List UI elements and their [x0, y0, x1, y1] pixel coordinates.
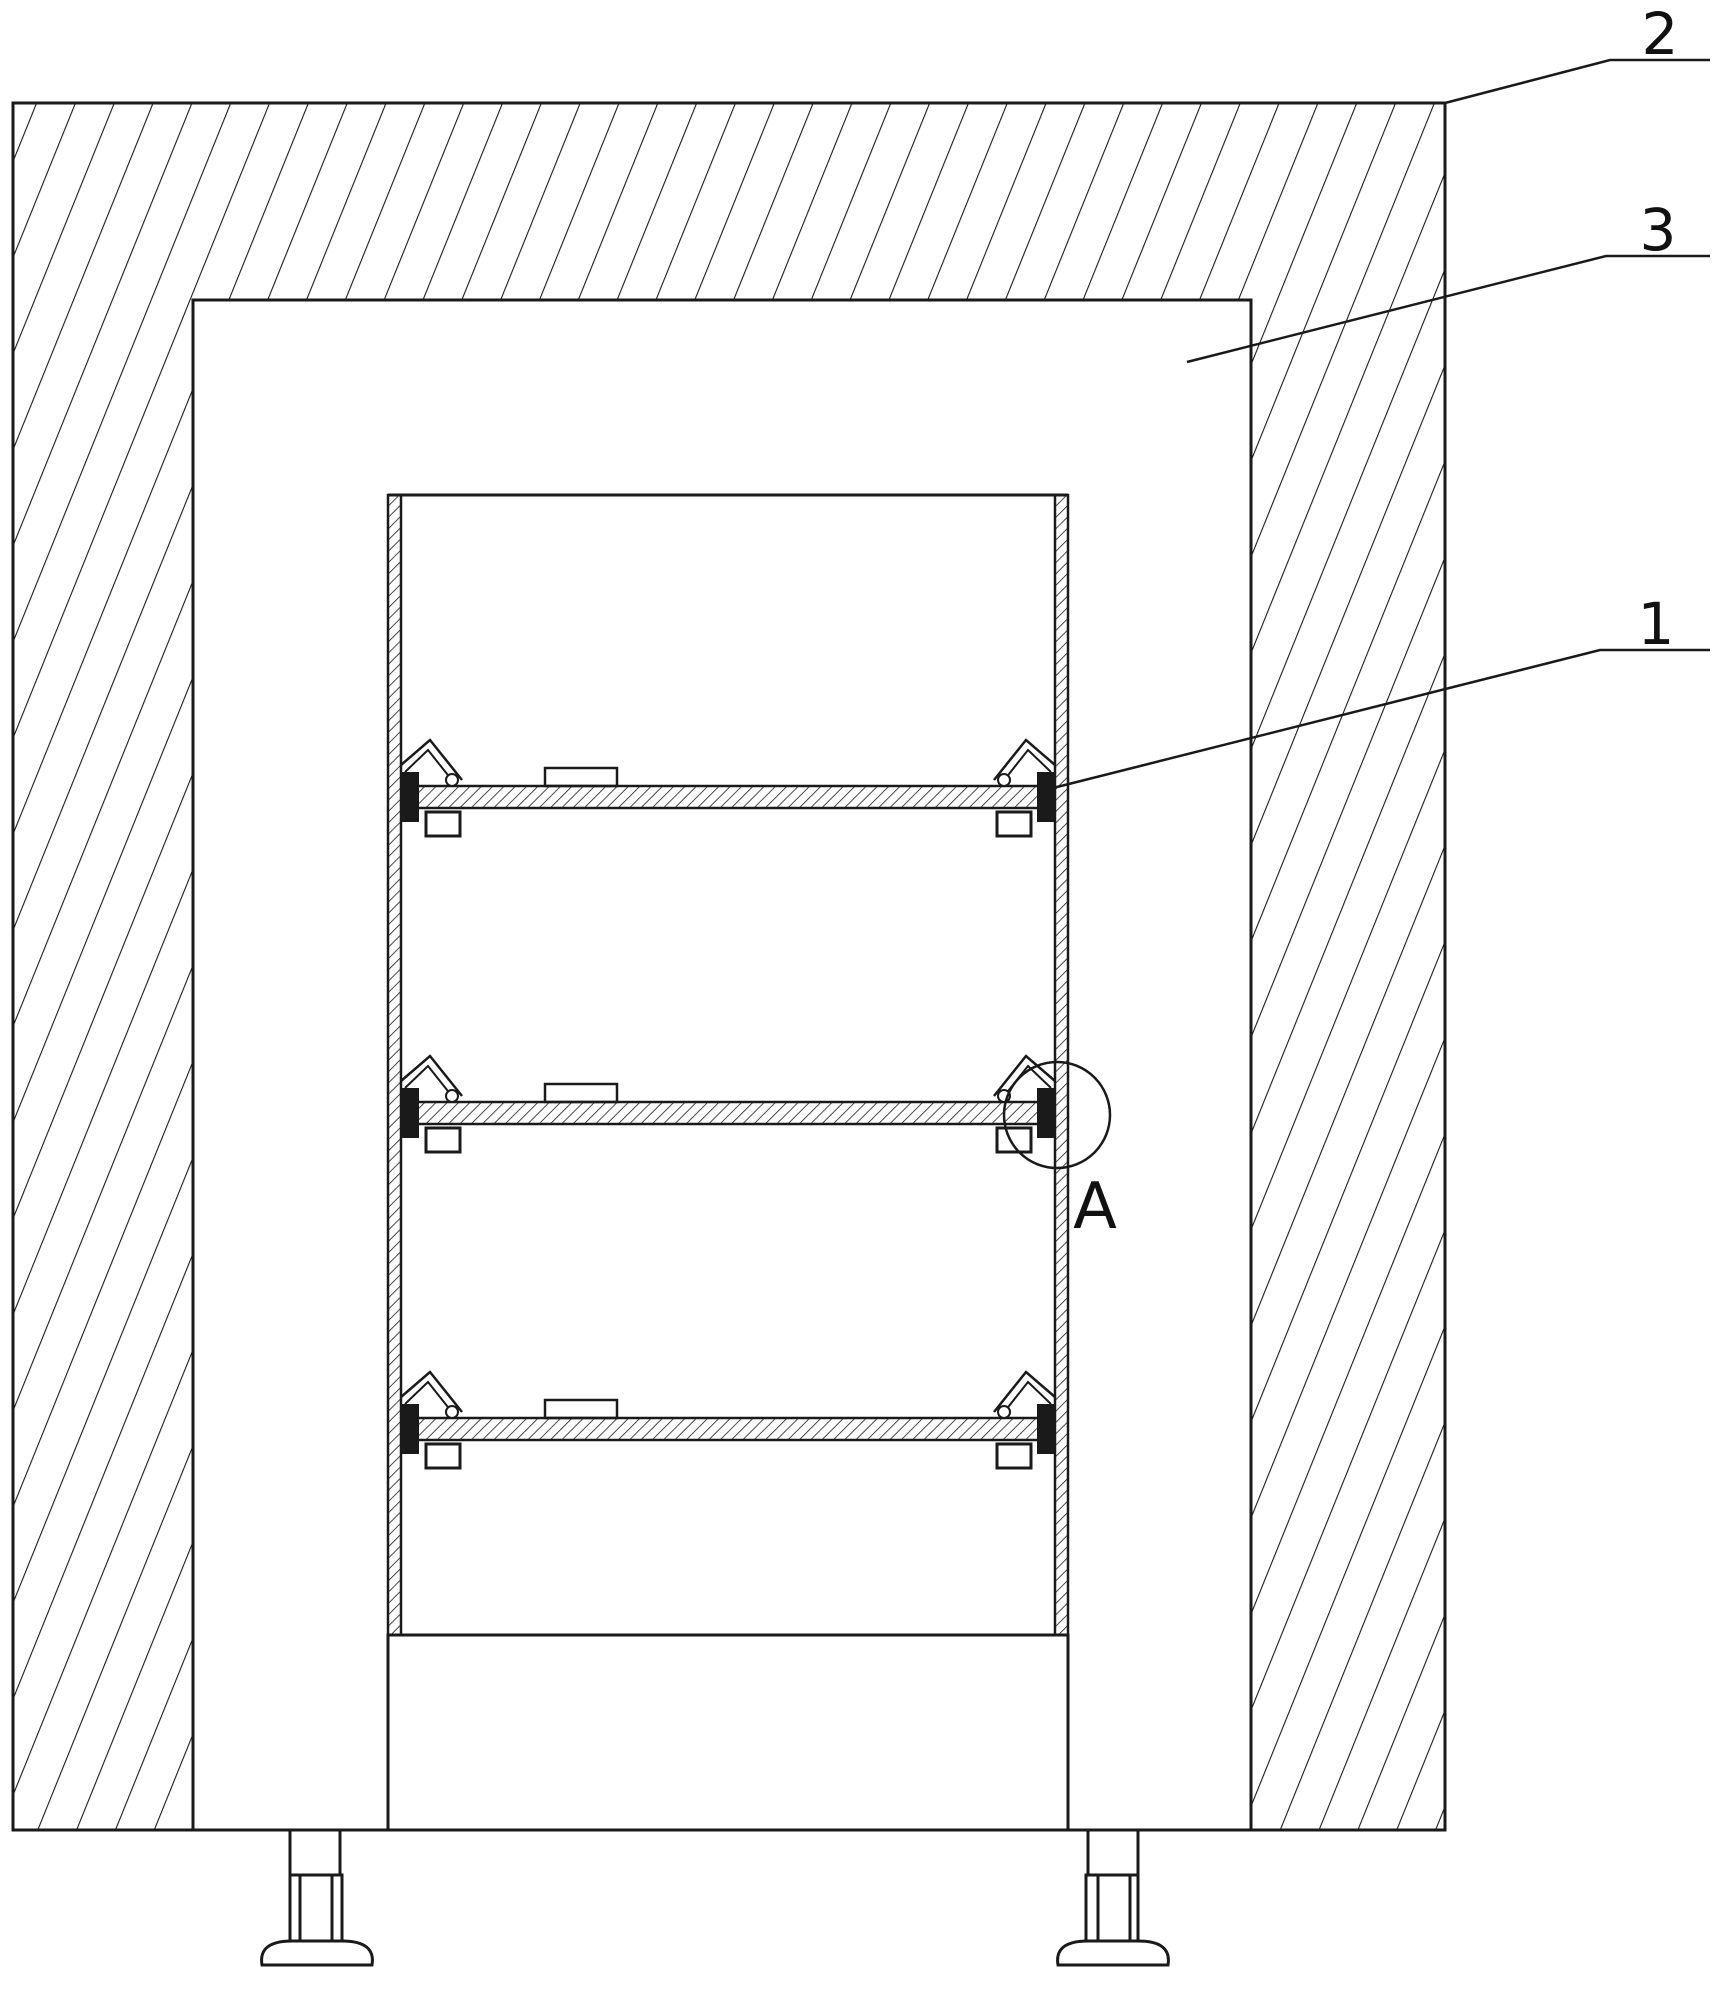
outer-wall — [11, 101, 1447, 1832]
shelf-bottom — [400, 1370, 1056, 1470]
leader-1 — [1044, 648, 1710, 792]
leader-2 — [1444, 58, 1710, 105]
detail-circle — [1002, 1060, 1112, 1170]
callout-2: 2 — [1642, 0, 1679, 68]
left-foot — [260, 1828, 374, 1967]
inner-frame — [13, 298, 1445, 1832]
shelf-middle — [400, 1054, 1056, 1154]
detail-label: A — [1073, 1170, 1117, 1244]
leader-lines — [1044, 58, 1710, 792]
callout-1: 1 — [1638, 590, 1675, 658]
right-foot — [1056, 1828, 1170, 1967]
shelf-cabinet — [386, 493, 1070, 1832]
cabinet-base — [386, 1633, 1070, 1832]
leader-3 — [1186, 254, 1710, 364]
shelf-top — [400, 738, 1056, 838]
callout-3: 3 — [1640, 196, 1677, 264]
